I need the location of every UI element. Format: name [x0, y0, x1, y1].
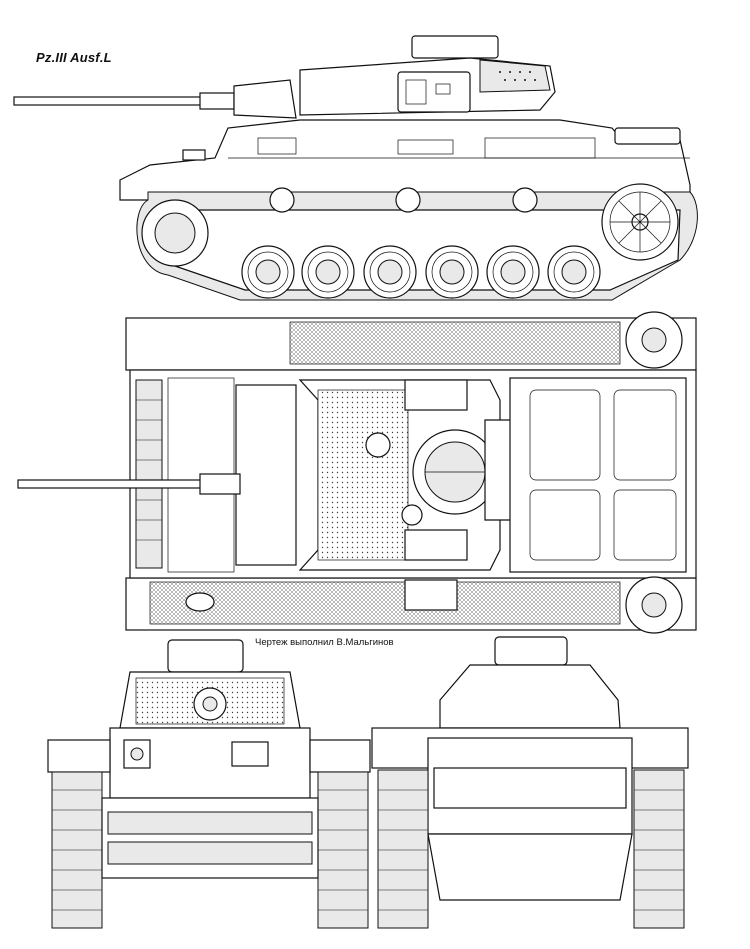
side-turret: [299, 35, 556, 116]
side-gun: [13, 79, 297, 119]
side-hull: [119, 119, 691, 229]
spare-track-links: [135, 379, 163, 569]
top-view: [17, 311, 697, 634]
rear-tracks: [377, 769, 685, 929]
commander-cupola: [412, 429, 498, 515]
road-wheels: [241, 245, 601, 299]
turret-vision-dots: [499, 71, 536, 81]
drive-sprocket: [141, 199, 209, 267]
engine-deck: [509, 377, 687, 573]
front-view: [47, 639, 371, 929]
rear-view: [371, 636, 689, 929]
side-view: [13, 35, 698, 301]
top-gun: [17, 473, 241, 495]
return-rollers: [269, 187, 538, 213]
idler-wheel: [601, 183, 679, 261]
drawing-credit: Чертеж выполнил В.Мальгинов: [255, 637, 394, 648]
drawing-title: Pz.III Ausf.L: [36, 50, 112, 65]
